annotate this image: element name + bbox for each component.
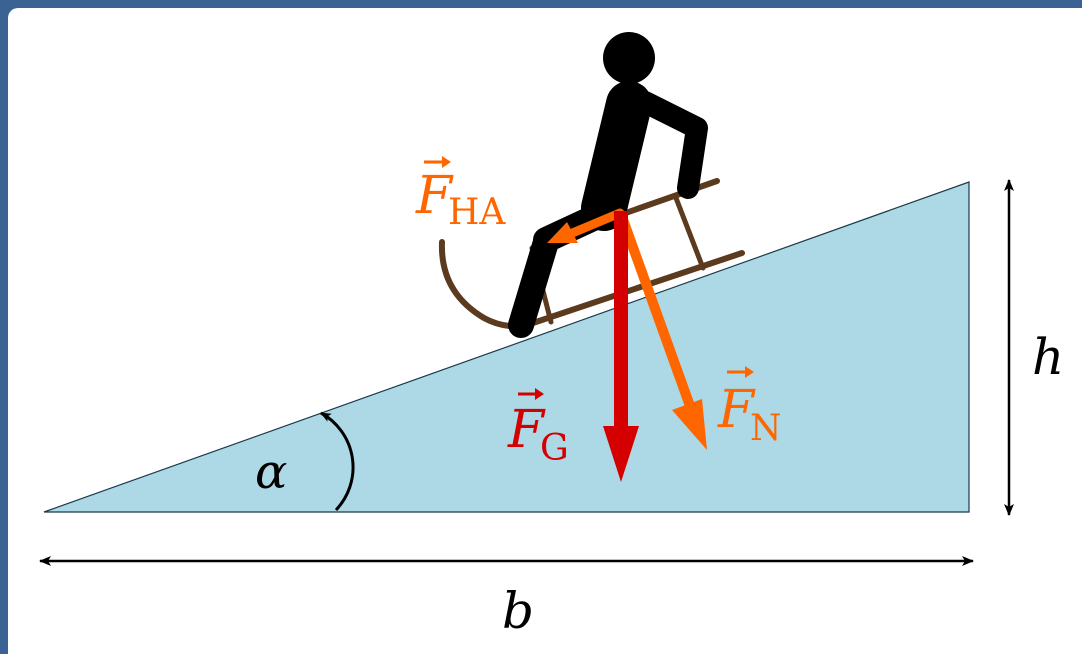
normal-force-label: F N [717, 366, 782, 449]
gravity-force-subscript: G [540, 428, 569, 469]
angle-label: α [255, 444, 287, 500]
downhill-force-arrow [547, 208, 625, 243]
angle-arc [320, 411, 355, 512]
gravity-force-label: F G [507, 388, 569, 469]
normal-force-arrow [616, 212, 707, 450]
normal-force-subscript: N [750, 408, 782, 449]
gravity-force-symbol: F [507, 400, 546, 460]
gravity-force-arrow [603, 211, 639, 482]
normal-force-symbol: F [717, 380, 756, 440]
height-label: h [1032, 328, 1064, 386]
downhill-force-symbol: F [415, 166, 454, 226]
downhill-force-label: F HA [415, 156, 506, 233]
downhill-force-subscript: HA [448, 192, 506, 233]
sitting-person-icon [508, 32, 708, 338]
inclined-plane [43, 181, 970, 513]
base-label: b [502, 582, 534, 640]
